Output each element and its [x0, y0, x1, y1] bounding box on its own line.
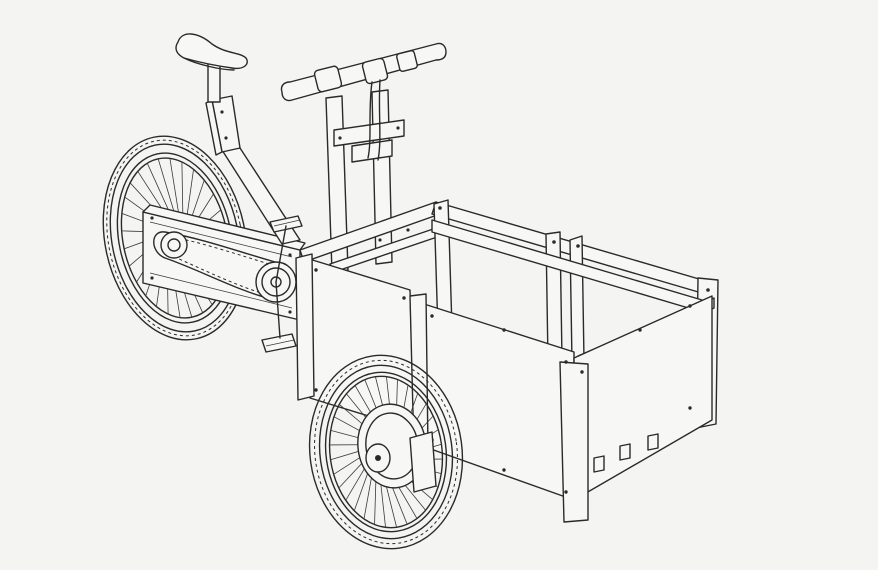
seat	[175, 33, 248, 70]
grip-shifter	[396, 50, 418, 72]
cargo-box-panels	[295, 253, 713, 523]
box-rear-post	[295, 253, 315, 401]
brake-lever-mount	[361, 57, 389, 85]
box-front-corner-post	[559, 361, 589, 523]
handlebar	[280, 42, 447, 161]
handlebar-stem	[313, 65, 343, 93]
front-wheel	[308, 354, 464, 550]
pedals	[261, 215, 303, 353]
pedal-upper	[269, 215, 303, 233]
brake-caliper	[409, 431, 437, 493]
rear-sprocket	[160, 231, 188, 259]
